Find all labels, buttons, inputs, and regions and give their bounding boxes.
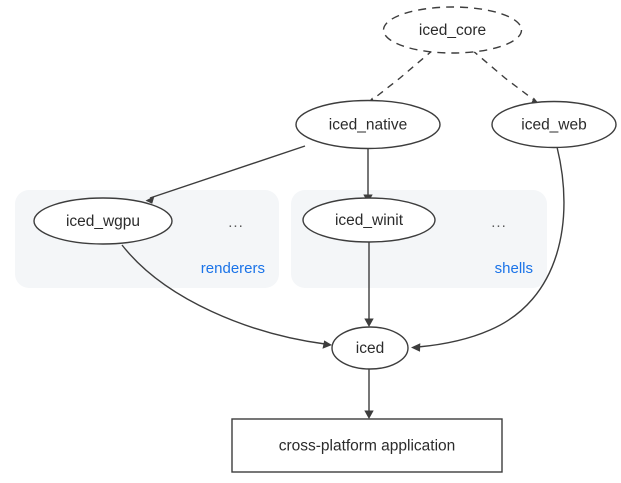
cluster-label-renderers: renderers (201, 260, 265, 277)
node-application-shape (231, 418, 503, 473)
node-iced-wgpu-label: iced_wgpu (66, 213, 140, 230)
shells-more-ellipsis: ... (491, 214, 507, 231)
edge-iced-to-application (364, 369, 374, 419)
node-iced-core-label: iced_core (419, 22, 486, 39)
edge-iced-winit-to-iced (364, 241, 374, 327)
cluster-label-shells: shells (495, 260, 533, 277)
edge-iced-core-to-iced-native (366, 49, 434, 105)
node-iced-wgpu-shape (33, 197, 173, 245)
node-iced-web[interactable]: iced_web (491, 100, 617, 149)
node-iced-winit-shape (302, 197, 436, 243)
node-iced-native-shape (295, 99, 441, 150)
arrow-head-icon (411, 343, 421, 352)
edge-iced-native-to-iced-winit (363, 149, 373, 203)
node-cross-platform-application[interactable]: cross-platform application (231, 418, 503, 473)
node-iced-wgpu[interactable]: iced_wgpu (33, 197, 173, 245)
node-iced-native[interactable]: iced_native (295, 99, 441, 150)
node-iced-native-label: iced_native (329, 117, 407, 134)
edge-iced-native-to-iced-wgpu (145, 145, 306, 204)
arrow-head-icon (145, 196, 155, 204)
node-iced[interactable]: iced (331, 326, 409, 370)
node-iced-core[interactable]: iced_core (382, 6, 523, 54)
arrow-head-icon (364, 318, 374, 327)
node-iced-web-shape (491, 100, 617, 149)
edge-iced-core-to-iced-web (471, 49, 540, 105)
node-iced-winit-label: iced_winit (335, 212, 404, 229)
arrow-head-icon (364, 410, 374, 419)
node-iced-winit[interactable]: iced_winit (302, 197, 436, 243)
renderers-more-ellipsis: ... (228, 214, 244, 231)
node-iced-web-label: iced_web (521, 117, 587, 134)
edge-iced-wgpu-to-iced (121, 244, 332, 349)
node-iced-core-shape (382, 6, 523, 54)
node-iced-label: iced (356, 340, 384, 357)
node-application-label: cross-platform application (279, 438, 456, 455)
edge-iced-web-to-iced (411, 146, 565, 352)
node-iced-shape (331, 326, 409, 370)
arrow-head-icon (322, 340, 332, 349)
